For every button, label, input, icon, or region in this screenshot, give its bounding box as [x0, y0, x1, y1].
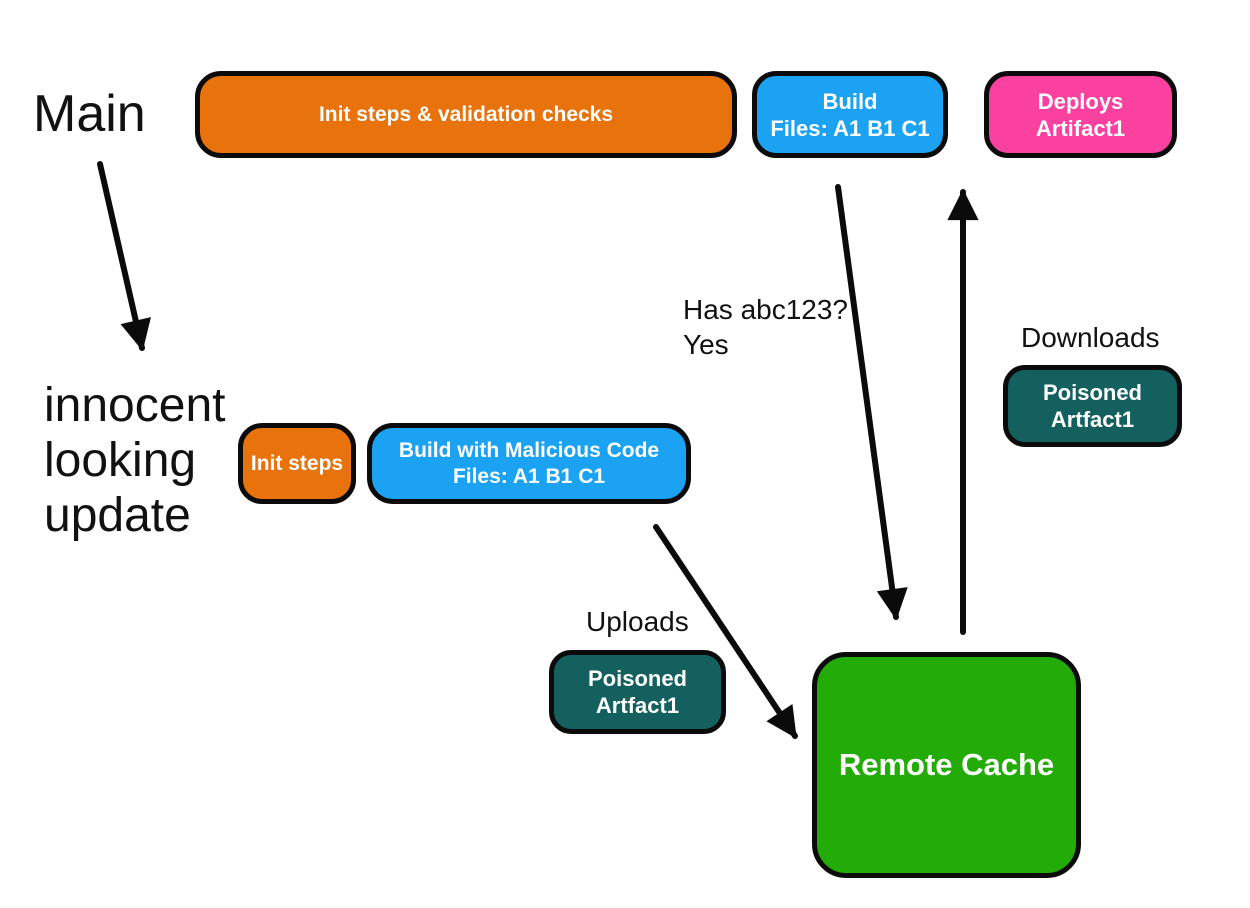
node-poisoned-artifact-uploaded: Poisoned Artfact1	[549, 650, 726, 734]
node-label: Init steps	[250, 451, 344, 475]
label-innocent-looking-update: innocent looking update	[44, 379, 226, 542]
node-label-line: Files: A1 B1 C1	[452, 464, 606, 488]
node-label-line: Artfact1	[595, 693, 680, 718]
node-label-line: Artfact1	[1050, 407, 1135, 432]
node-remote-cache: Remote Cache	[812, 652, 1081, 878]
label-has-hash-yes: Has abc123? Yes	[683, 294, 849, 360]
node-build-with-malicious-code: Build with Malicious Code Files: A1 B1 C…	[367, 423, 691, 504]
node-label: Init steps & validation checks	[318, 102, 614, 126]
arrow-main-to-update	[97, 161, 151, 352]
node-init-steps: Init steps	[238, 423, 356, 504]
node-label-line: Files: A1 B1 C1	[770, 115, 930, 141]
node-label-line: Poisoned	[587, 666, 687, 691]
node-label-line: Poisoned	[1042, 380, 1142, 405]
label-main-branch: Main	[33, 85, 146, 143]
node-label: Remote Cache	[838, 747, 1055, 782]
node-label-line: Build	[822, 88, 878, 114]
node-label-line: Deploys	[1037, 88, 1124, 114]
node-build-files: Build Files: A1 B1 C1	[752, 71, 948, 158]
label-uploads: Uploads	[586, 606, 689, 637]
arrow-build-to-remote-cache	[835, 184, 908, 621]
node-label-line: Artifact1	[1035, 115, 1126, 141]
node-label-line: Build with Malicious Code	[398, 438, 660, 462]
node-init-steps-validation-checks: Init steps & validation checks	[195, 71, 737, 158]
label-downloads: Downloads	[1021, 322, 1160, 353]
node-poisoned-artifact-downloaded: Poisoned Artfact1	[1003, 365, 1182, 447]
node-deploys-artifact1: Deploys Artifact1	[984, 71, 1177, 158]
